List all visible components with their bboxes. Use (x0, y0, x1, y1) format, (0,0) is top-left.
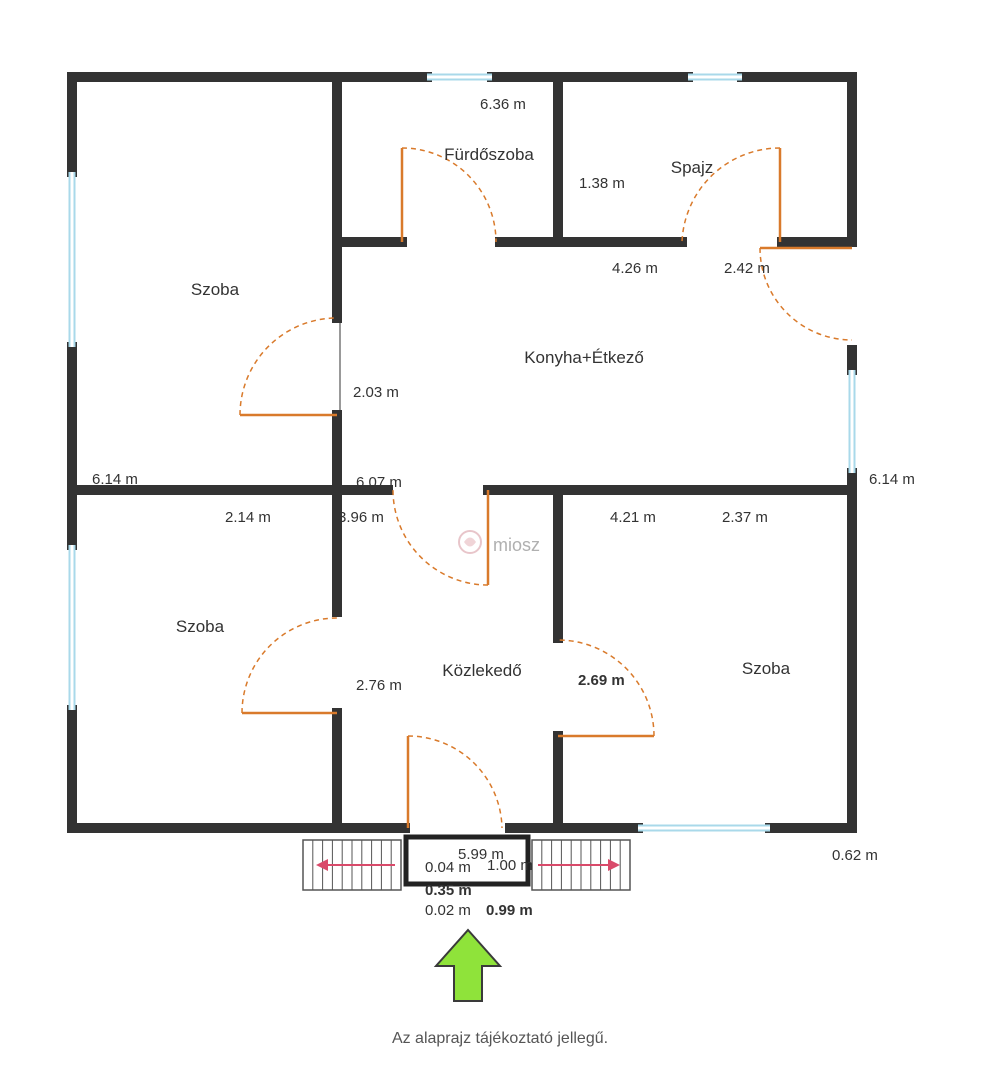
dim-corridor-depth: 2.76 m (356, 677, 402, 694)
stairs-right (531, 839, 631, 891)
room-label-bathroom: Fürdőszoba (444, 145, 534, 164)
dim-pantry-depth: 1.38 m (579, 175, 625, 192)
dim-left-depth: 6.14 m (92, 471, 138, 488)
door-entrance (406, 735, 503, 829)
doors (239, 147, 853, 829)
room-label-room-top-left: Szoba (191, 280, 240, 299)
windows (68, 73, 856, 832)
dim-landing-d: 0.02 m (425, 902, 471, 919)
door-pantry (681, 147, 782, 243)
room-label-kitchen: Konyha+Étkező (524, 348, 644, 367)
door-room-top-left (239, 317, 341, 417)
dim-landing-b: 1.00 m (487, 857, 533, 874)
door-room-bottom-right (557, 639, 655, 738)
dim-room-br-depth: 2.69 m (578, 672, 625, 689)
room-label-corridor: Közlekedő (442, 661, 521, 680)
dim-top-width: 6.36 m (480, 96, 526, 113)
entrance-landing (403, 834, 531, 887)
dim-kitchen-width-a: 4.26 m (612, 260, 658, 277)
door-bathroom (400, 147, 497, 243)
outer-walls (67, 72, 857, 833)
interior-walls (67, 72, 857, 833)
dim-mid-width: 6.07 m (356, 474, 402, 491)
stairs-left (302, 839, 402, 891)
dim-kitchen-width-b: 2.42 m (724, 260, 770, 277)
dim-bottom-width: 5.99 m (458, 846, 504, 863)
dim-corridor-width: 3.96 m (338, 509, 384, 526)
room-label-room-bottom-right: Szoba (742, 659, 791, 678)
watermark-text: miosz (493, 535, 540, 555)
dim-right-depth: 6.14 m (869, 471, 915, 488)
dim-kitchen-depth: 2.03 m (353, 384, 399, 401)
dim-room-bl-width: 2.14 m (225, 509, 271, 526)
door-kitchen-exterior (759, 246, 853, 341)
dim-landing-a: 0.04 m (425, 859, 471, 876)
watermark-logo (458, 530, 482, 554)
door-room-bottom-left (241, 617, 338, 715)
room-label-room-bottom-left: Szoba (176, 617, 225, 636)
dim-landing-e: 0.99 m (486, 902, 533, 919)
dim-room-br-width-b: 2.37 m (722, 509, 768, 526)
dim-landing-c: 0.35 m (425, 882, 472, 899)
entry-arrow-icon (433, 928, 503, 1002)
disclaimer-text: Az alaprajz tájékoztató jellegű. (391, 1030, 609, 1047)
dim-room-br-width-a: 4.21 m (610, 509, 656, 526)
door-kitchen-corridor (392, 489, 490, 586)
dim-stair-right: 0.62 m (832, 847, 878, 864)
room-label-pantry: Spajz (671, 158, 714, 177)
